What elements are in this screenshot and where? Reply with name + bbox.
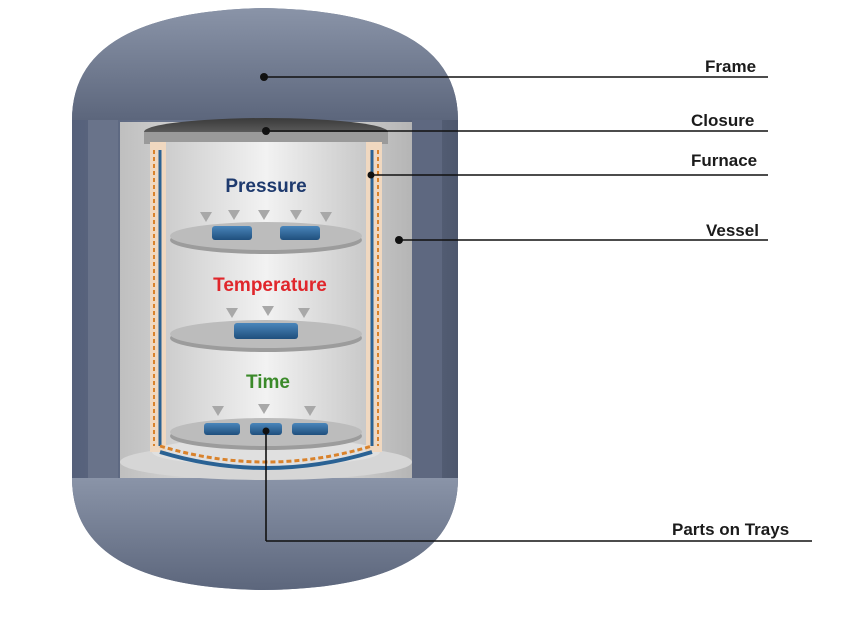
- furnace-label: Furnace: [691, 151, 757, 171]
- vessel-label: Vessel: [706, 221, 759, 241]
- parts-on-trays-label: Parts on Trays: [672, 520, 789, 540]
- closure-label: Closure: [691, 111, 754, 131]
- tray-top: [170, 222, 362, 254]
- pressure-label: Pressure: [204, 176, 328, 198]
- frame-label: Frame: [705, 57, 756, 77]
- time-label: Time: [230, 372, 306, 394]
- temperature-label: Temperature: [190, 275, 350, 297]
